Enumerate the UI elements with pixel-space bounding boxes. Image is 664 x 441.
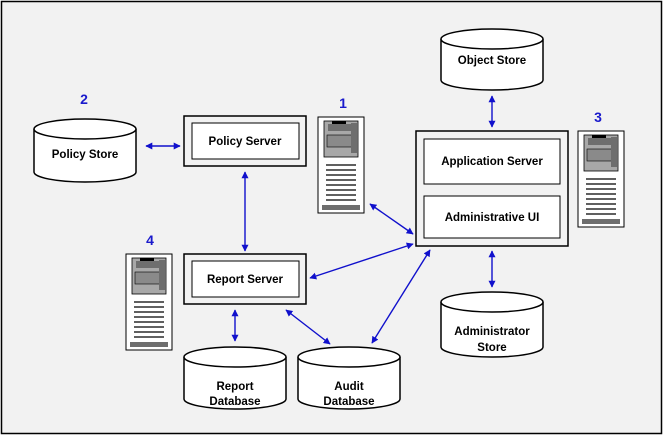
server-tower-icon [577, 130, 625, 228]
server-tower-icon [125, 253, 173, 351]
administrator-store-database: Administrator Store [440, 291, 544, 358]
object-store-label: Object Store [458, 55, 526, 67]
object-store-database: Object Store [440, 28, 544, 91]
server-number-1: 1 [339, 95, 347, 111]
audit-database-label-line1: Audit [334, 381, 364, 393]
server-number-2: 2 [80, 91, 88, 107]
audit-database: Audit Database [297, 346, 401, 410]
application-server-box: Application Server Administrative UI [415, 130, 569, 247]
policy-server-label: Policy Server [209, 136, 282, 148]
report-database-label-line2: Database [209, 396, 260, 408]
policy-store-database: Policy Store [33, 118, 137, 183]
double-arrow-icon [285, 309, 331, 345]
report-server-label: Report Server [207, 274, 284, 286]
report-database-label-line1: Report [216, 381, 253, 393]
server-number-4: 4 [146, 232, 154, 248]
double-arrow-icon [369, 203, 414, 235]
audit-database-label-line2: Database [323, 396, 374, 408]
administrator-store-label-line1: Administrator [454, 326, 530, 338]
application-server-label: Application Server [441, 156, 543, 168]
policy-server-box: Policy Server [183, 115, 307, 167]
server-number-3: 3 [594, 109, 602, 125]
double-arrow-icon [371, 249, 431, 344]
report-database: Report Database [183, 346, 287, 410]
administrator-store-label-line2: Store [477, 342, 506, 354]
server-tower-icon [317, 116, 365, 214]
policy-store-label: Policy Store [52, 149, 118, 161]
administrative-ui-label: Administrative UI [445, 212, 540, 224]
report-server-box: Report Server [183, 253, 307, 305]
